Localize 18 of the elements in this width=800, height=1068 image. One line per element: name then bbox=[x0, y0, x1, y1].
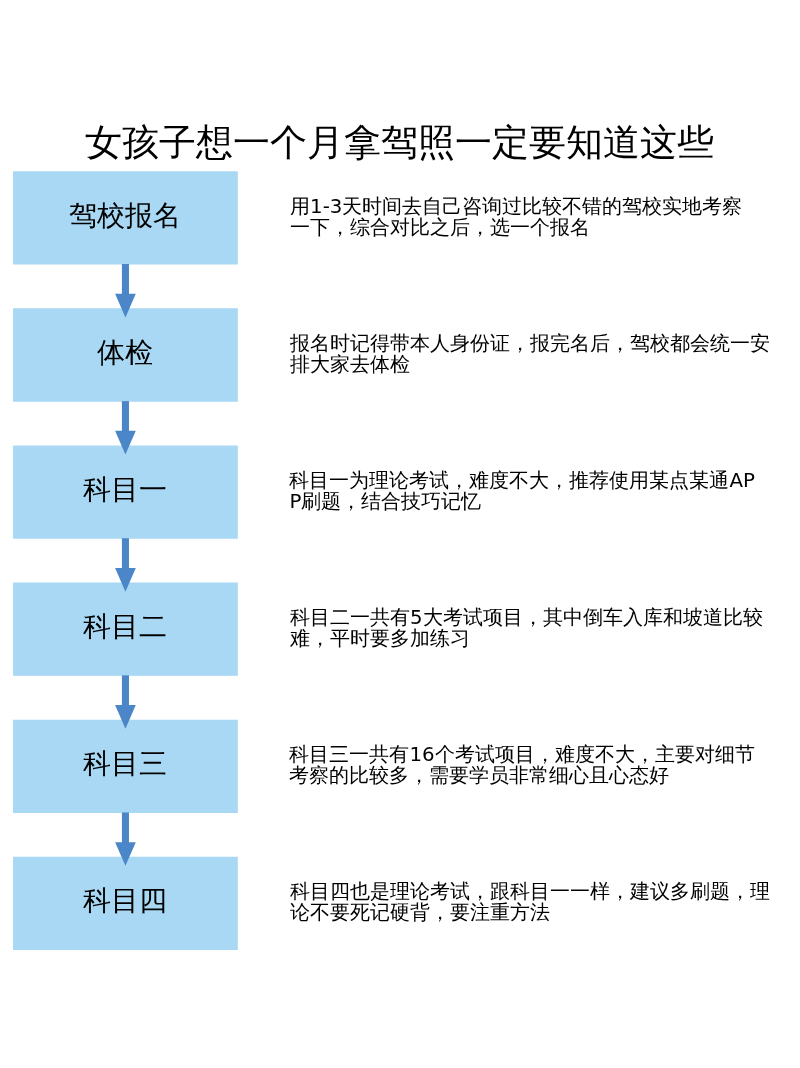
diagram-title: 女孩子想一个月拿驾照一定要知道这些 bbox=[85, 120, 715, 164]
node-box: 科目四 bbox=[13, 856, 238, 950]
node-box: 科目一 bbox=[13, 444, 238, 539]
node-box: 科目二 bbox=[13, 582, 238, 676]
arrow bbox=[115, 400, 136, 455]
arrow bbox=[115, 811, 136, 866]
node-label: 报名时记得带本人身份证，报完名后，驾校都会统一安排大家去体检 bbox=[290, 331, 771, 376]
node-label: 科目四也是理论考试，跟科目一一样，建议多刷题，理论不要死记硬背，要注重方法 bbox=[290, 879, 771, 924]
node-label: 用1-3天时间去自己咨询过比较不错的驾校实地考察一下，综合对比之后，选一个报名 bbox=[290, 194, 743, 239]
node-box: 驾校报名 bbox=[13, 170, 238, 265]
node-label: 科目二一共有5大考试项目，其中倒车入库和坡道比较难，平时要多加练习 bbox=[290, 605, 763, 650]
node-box: 体检 bbox=[13, 307, 238, 402]
arrow bbox=[115, 537, 136, 592]
arrow bbox=[115, 263, 136, 317]
arrow bbox=[115, 674, 136, 729]
node-box: 科目三 bbox=[13, 719, 238, 813]
node-label: 科目三一共有16个考试项目，难度不大，主要对细节考察的比较多，需要学员非常细心且心态好 bbox=[289, 742, 755, 787]
node-label: 科目一为理论考试，难度不大，推荐使用某点某通APP刷题，结合技巧记忆 bbox=[289, 468, 755, 513]
